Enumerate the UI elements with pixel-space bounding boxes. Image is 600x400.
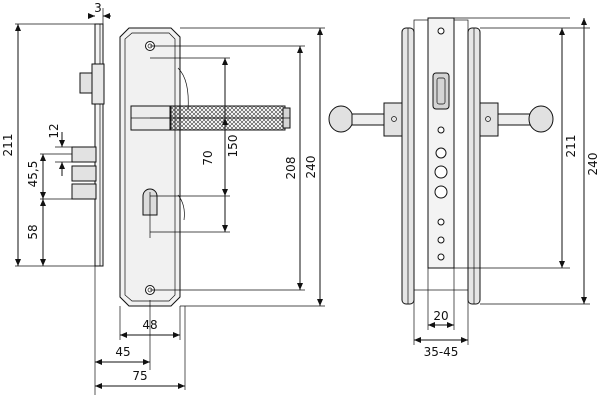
- dim-208: 208: [284, 157, 298, 180]
- right-view: 211 240 20 35-45: [328, 17, 600, 359]
- cylinder-keyhole: [142, 188, 158, 238]
- escutcheon-plate: [119, 27, 189, 307]
- dim-70: 70: [201, 150, 215, 165]
- dim-45-5: 45,5: [26, 161, 40, 188]
- dim-240-right: 240: [586, 153, 600, 176]
- dim-150: 150: [226, 135, 240, 158]
- dim-3: 3: [94, 1, 102, 15]
- dim-75: 75: [132, 369, 147, 383]
- left-view: 3 211 12 45,5 58 70 150 208 240 48 45 75: [1, 1, 325, 395]
- right-knob-handle: [479, 102, 554, 137]
- dim-211-right: 211: [564, 135, 578, 158]
- dim-45: 45: [115, 345, 130, 359]
- dim-12: 12: [47, 123, 61, 138]
- dim-48: 48: [142, 318, 157, 332]
- door-section: [401, 19, 481, 305]
- dim-240-left: 240: [304, 156, 318, 179]
- dim-58: 58: [26, 224, 40, 239]
- lock-faceplate: [427, 17, 455, 269]
- dim-35-45: 35-45: [424, 345, 459, 359]
- left-knob-handle: [328, 102, 403, 137]
- dim-211-left: 211: [1, 134, 15, 157]
- dim-20: 20: [433, 309, 448, 323]
- lock-body: [71, 23, 105, 267]
